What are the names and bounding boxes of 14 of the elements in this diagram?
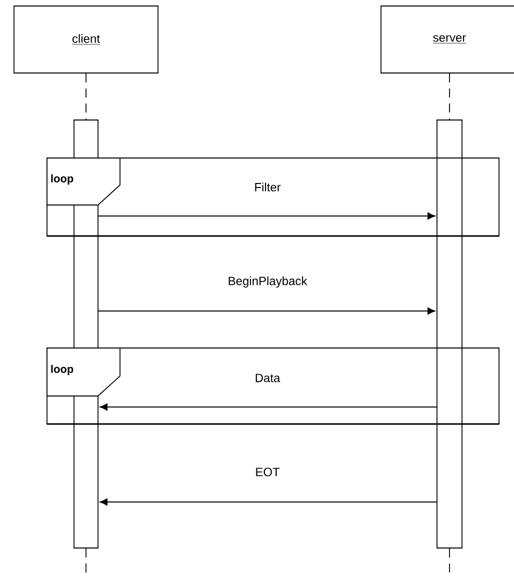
object-box: client bbox=[14, 6, 158, 74]
loop-tab: loop bbox=[46, 348, 120, 396]
arrow bbox=[100, 498, 437, 506]
arrow bbox=[98, 307, 436, 315]
arrow bbox=[100, 403, 437, 411]
lifeline bbox=[449, 73, 450, 120]
activation-bar bbox=[436, 120, 462, 548]
loop-tab: loop bbox=[46, 158, 120, 206]
edge-label: BeginPlayback bbox=[228, 276, 308, 288]
edge-label: Data bbox=[256, 374, 280, 382]
edge-label: Filter bbox=[255, 182, 281, 192]
edge-label: EOT bbox=[256, 468, 280, 476]
arrow bbox=[98, 212, 436, 220]
object-box: server bbox=[380, 6, 514, 74]
